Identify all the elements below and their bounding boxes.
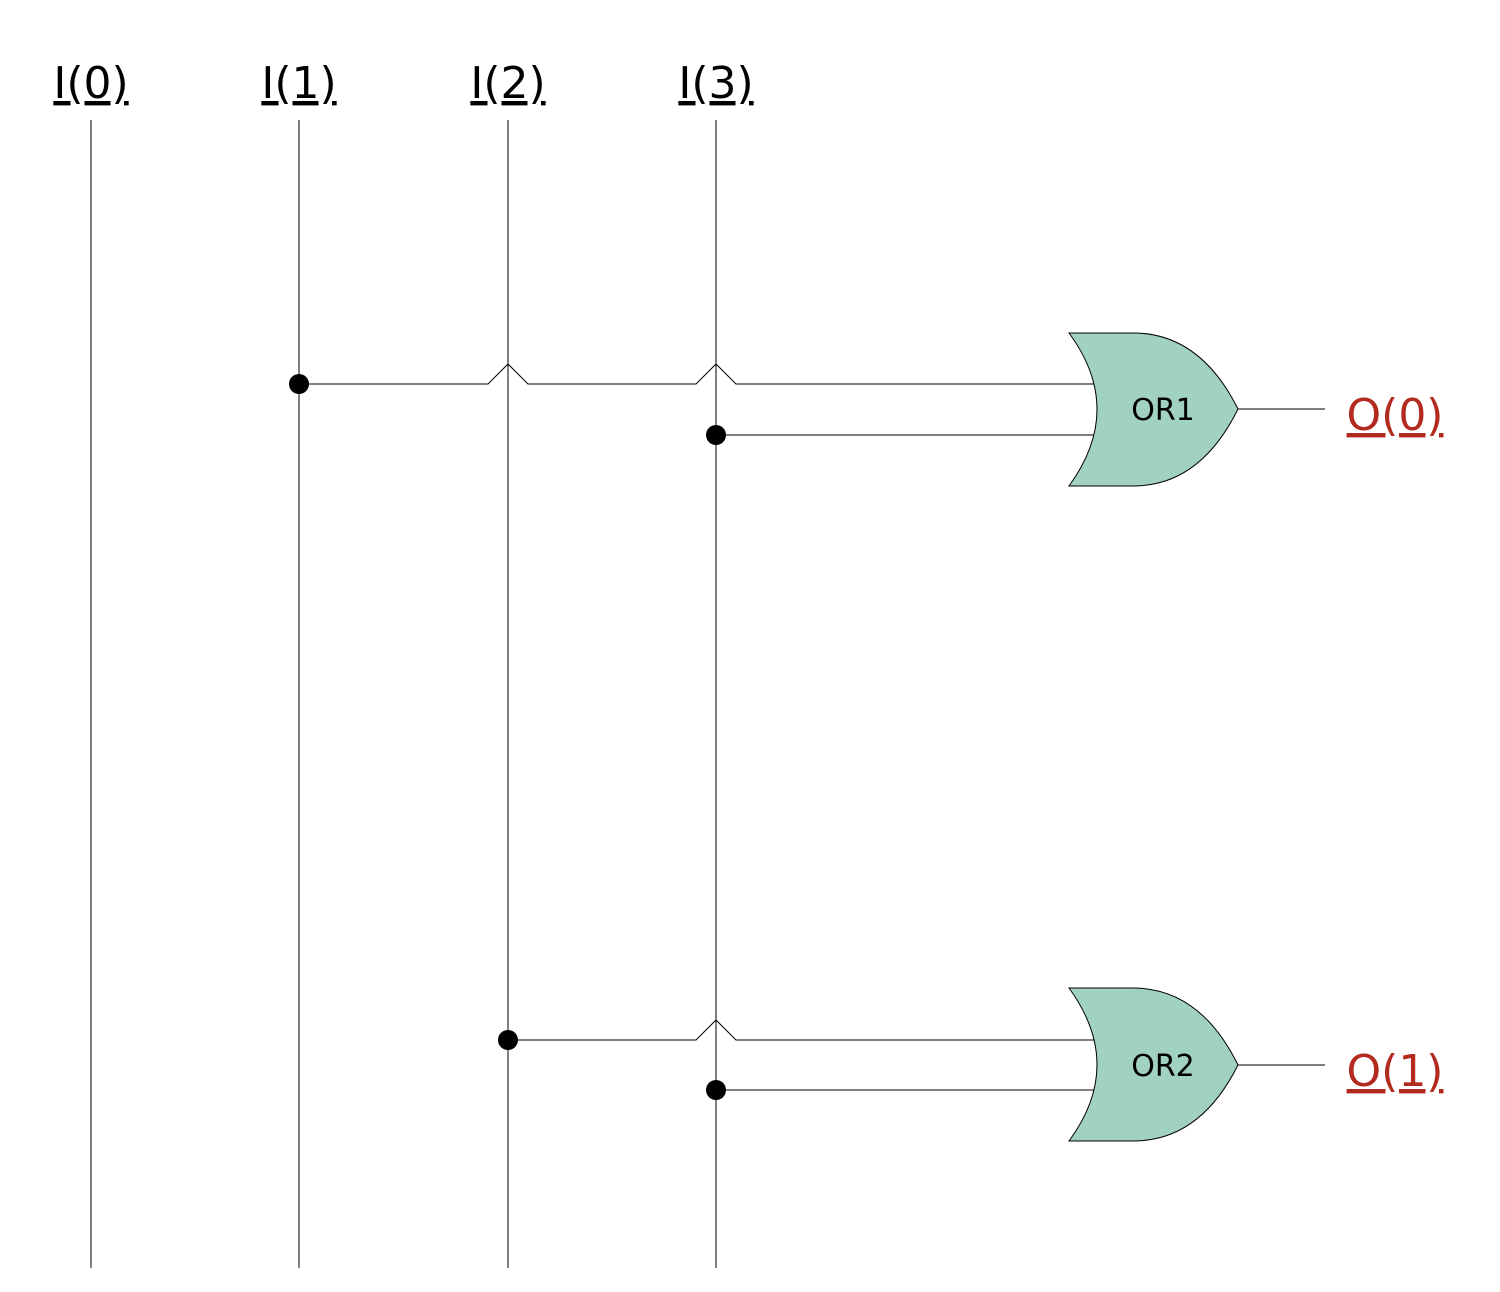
wire-i2-to-or2 [508,1019,1095,1041]
junction-dot [289,374,309,394]
or-gate-1-body [1068,332,1239,487]
input-label-1: I(1) [261,58,336,109]
output-label-0: O(0) [1347,390,1444,441]
or-gate-2-body [1068,987,1239,1142]
or-gate-2-label: OR2 [1131,1049,1195,1084]
or1-input-wires [299,363,1098,436]
input-label-3: I(3) [678,58,753,109]
junction-dot [706,1080,726,1100]
wire-i1-to-or1 [299,363,1095,385]
input-label-2: I(2) [470,58,545,109]
input-lines [90,120,717,1268]
or-gate-1: OR1 [1068,332,1325,487]
or2-input-wires [508,1019,1098,1091]
junctions [289,374,726,1100]
output-label-1: O(1) [1347,1046,1444,1097]
junction-dot [498,1030,518,1050]
junction-dot [706,425,726,445]
or-gate-2: OR2 [1068,987,1325,1142]
input-labels: I(0) I(1) I(2) I(3) [53,58,753,109]
output-labels: O(0) O(1) [1347,390,1444,1097]
input-label-0: I(0) [53,58,128,109]
or-gate-1-label: OR1 [1131,393,1195,428]
